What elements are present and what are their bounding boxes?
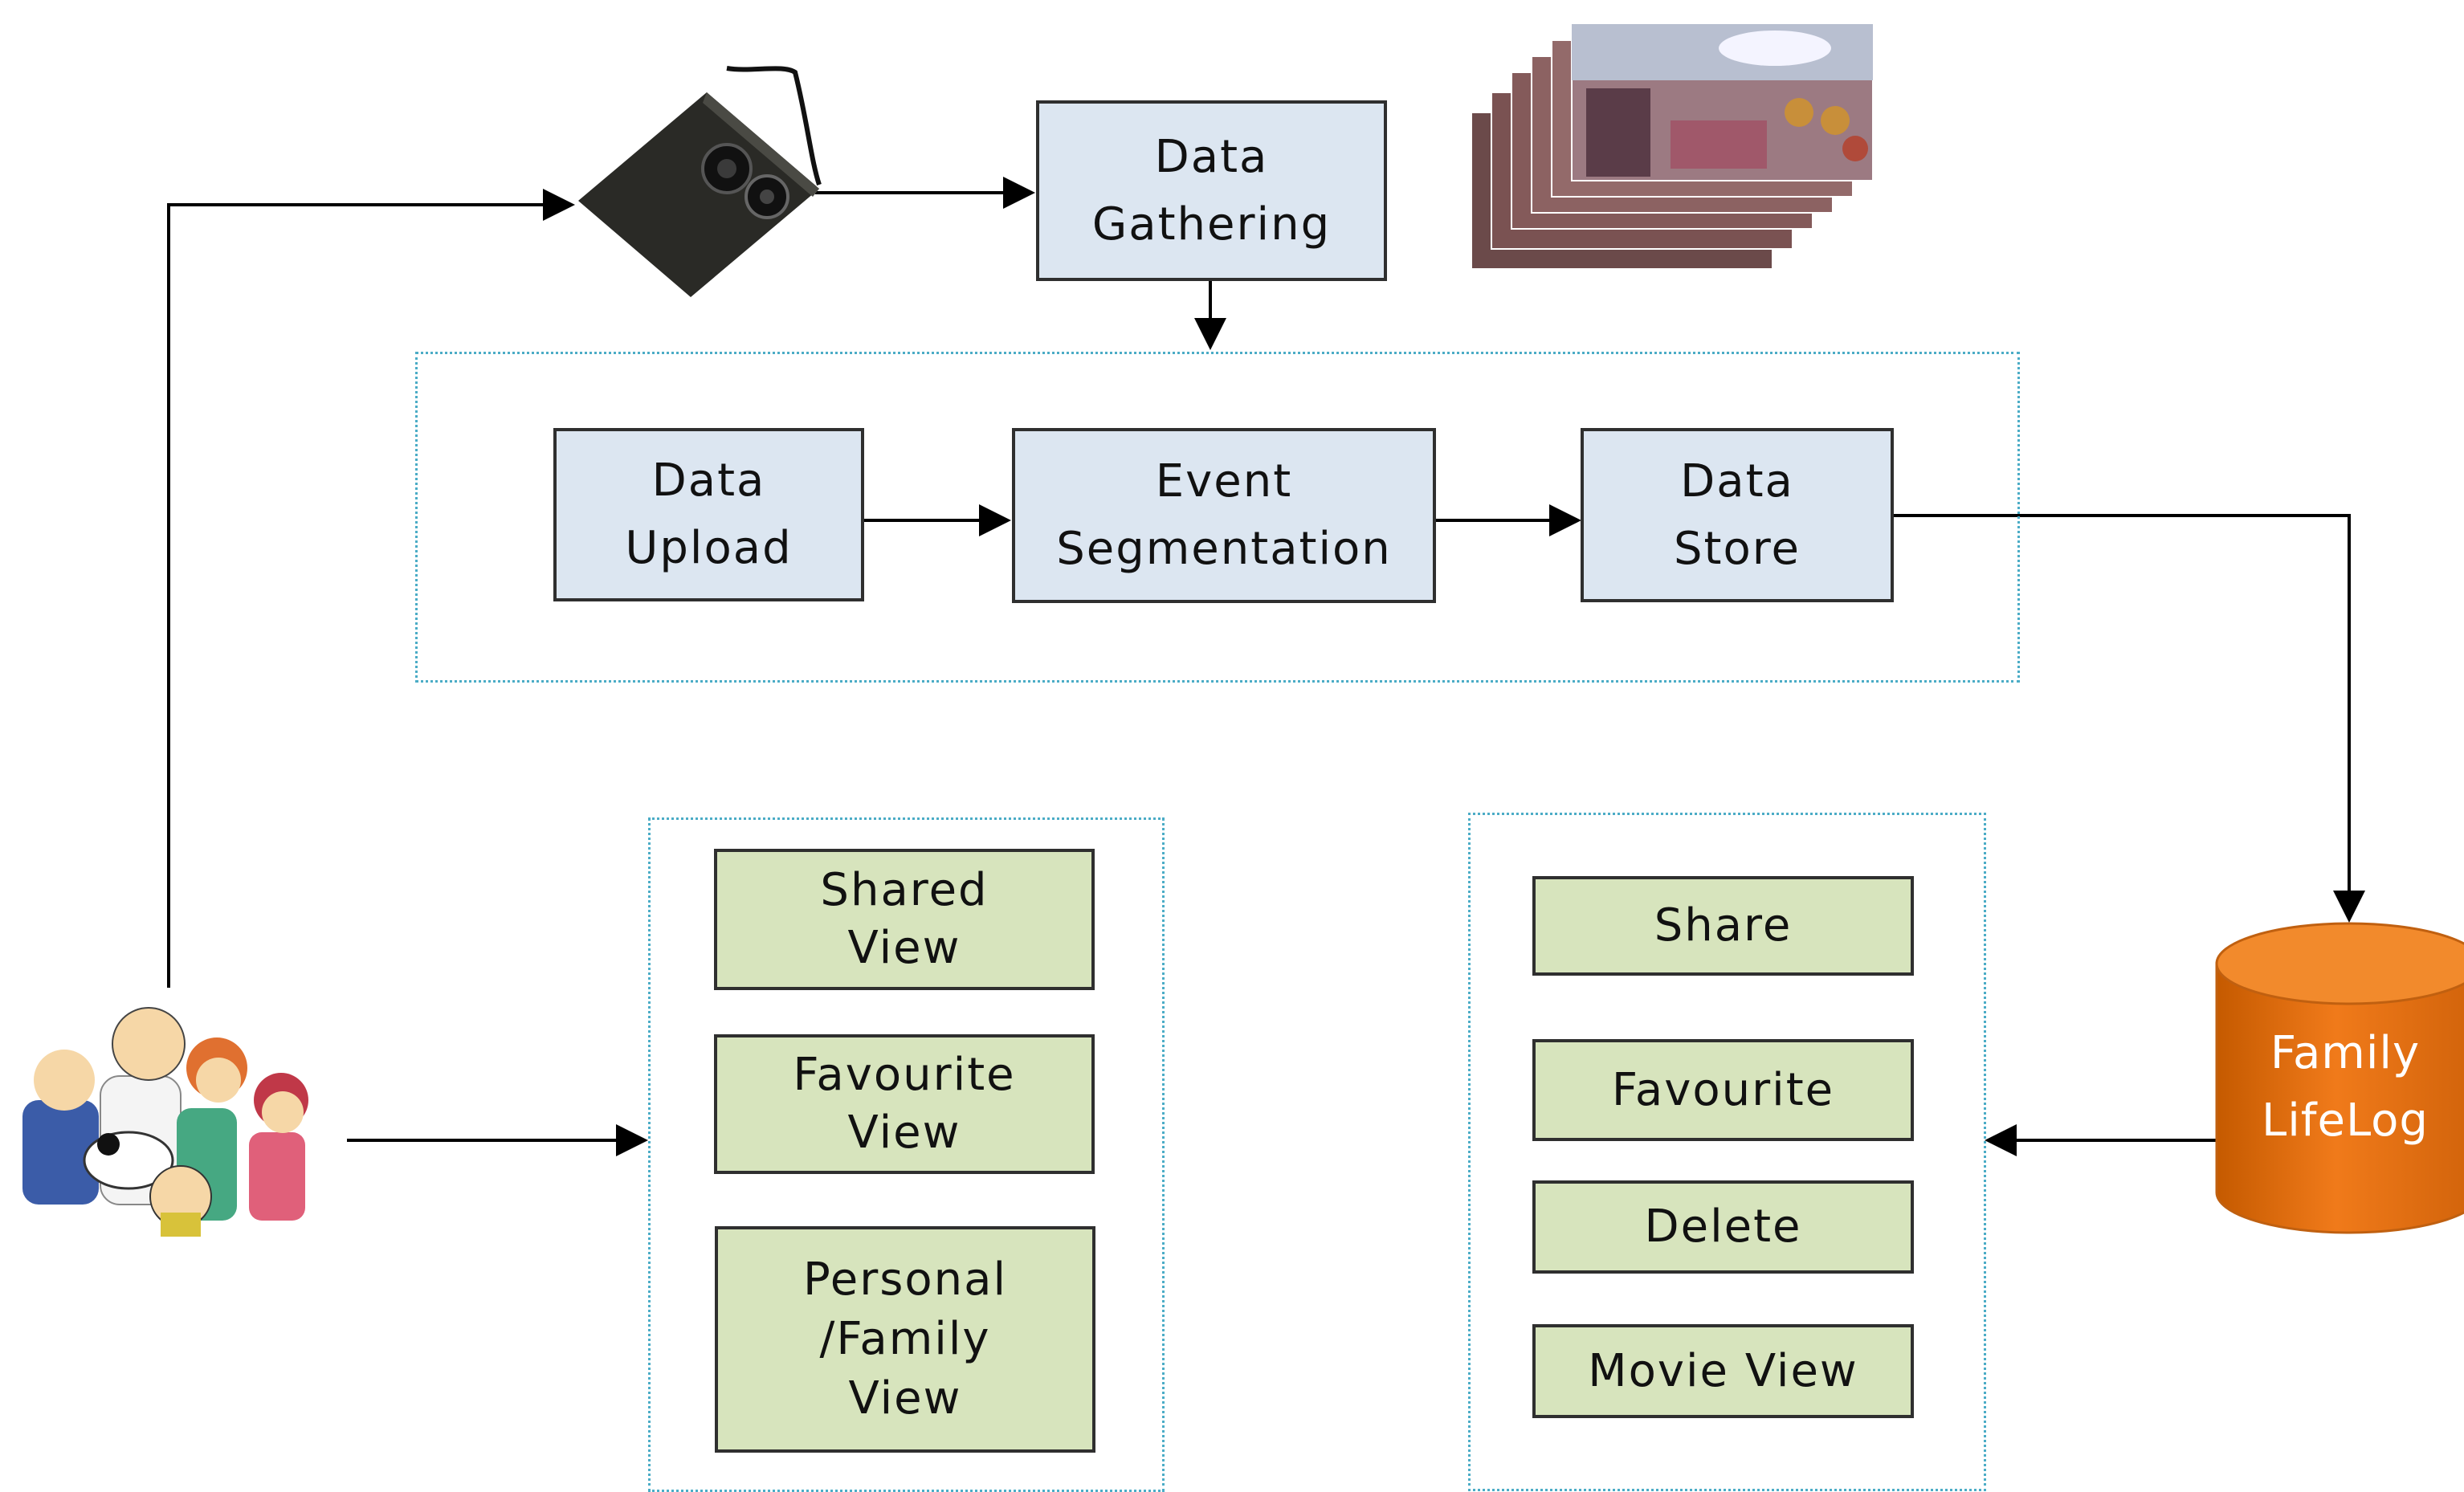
data-upload-box[interactable]: Data Upload: [553, 428, 864, 601]
processing-group: [415, 352, 2020, 683]
family-lifelog-label: Family LifeLog: [2262, 1027, 2429, 1147]
shared-view-box[interactable]: Shared View: [714, 849, 1095, 990]
event-segmentation-box[interactable]: Event Segmentation: [1012, 428, 1436, 603]
family-lifelog-database: [2215, 922, 2464, 1234]
family-to-camera-arrow: [167, 189, 575, 988]
connectors: [167, 177, 2365, 1156]
lifelog-image-stack-icon: [1471, 23, 1874, 270]
actions-group: [1468, 813, 1986, 1491]
data-gathering-box[interactable]: Data Gathering: [1036, 100, 1387, 281]
data-store-box[interactable]: Data Store: [1581, 428, 1894, 602]
personal-family-view-box[interactable]: Personal /Family View: [715, 1226, 1095, 1453]
wearable-camera-icon: [578, 66, 822, 297]
movie-view-action-box[interactable]: Movie View: [1532, 1324, 1914, 1418]
family-cartoon-icon: [22, 1007, 308, 1237]
favourite-action-box[interactable]: Favourite: [1532, 1039, 1914, 1141]
share-action-box[interactable]: Share: [1532, 876, 1914, 976]
delete-action-box[interactable]: Delete: [1532, 1180, 1914, 1274]
store-to-lifelog-arrow: [1894, 514, 2365, 923]
favourite-view-box[interactable]: Favourite View: [714, 1034, 1095, 1174]
